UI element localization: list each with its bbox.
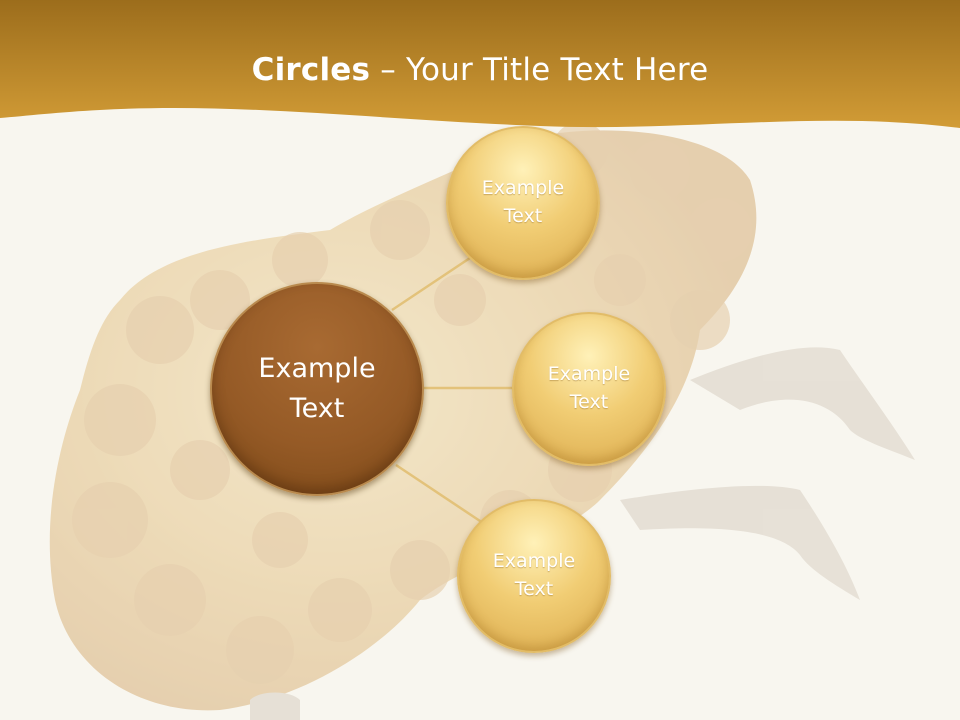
connector-to-satellite-1 (391, 252, 477, 312)
header-band (0, 0, 960, 128)
slide-title: Circles – Your Title Text Here (0, 52, 960, 88)
title-rest-part: – Your Title Text Here (370, 52, 709, 88)
connector-to-satellite-3 (395, 463, 487, 527)
satellite-circle-label: Example Text (547, 363, 631, 413)
title-bold-part: Circles (251, 52, 371, 88)
satellite-circle-3: Example Text (457, 499, 611, 653)
satellite-circle-2: Example Text (512, 312, 666, 466)
center-circle: Example Text (210, 282, 424, 496)
satellite-circle-1: Example Text (446, 126, 600, 280)
satellite-circle-label: Example Text (492, 550, 576, 600)
satellite-circle-label: Example Text (481, 177, 565, 227)
center-circle-label: Example Text (258, 352, 376, 425)
